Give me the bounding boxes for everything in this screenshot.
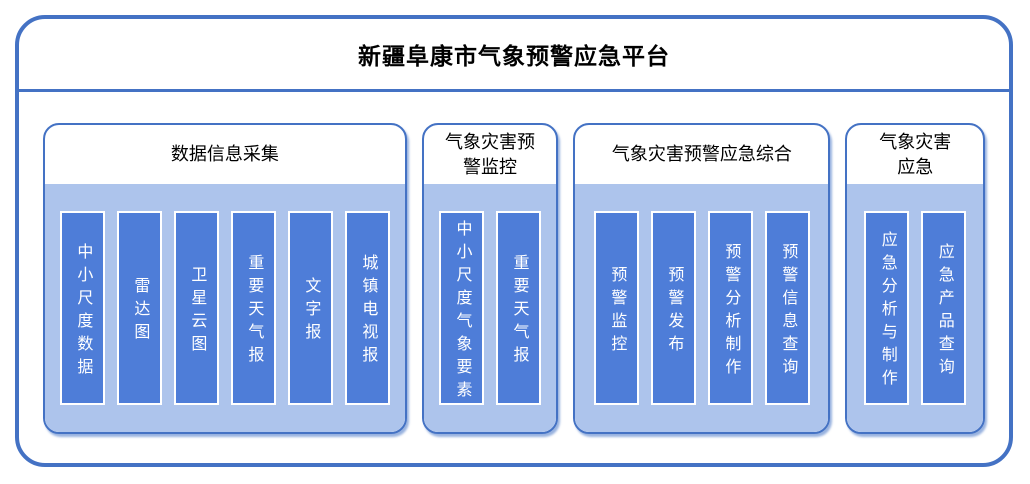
module-bar-label: 雷达图	[131, 277, 149, 346]
module-bar: 卫星云图	[173, 211, 219, 405]
module-bar: 中小尺度气象要素	[439, 211, 485, 405]
section-header-label: 数据信息采集	[170, 144, 279, 165]
module-bar: 文字报	[287, 211, 333, 405]
page-title: 新疆阜康市气象预警应急平台	[19, 19, 1009, 92]
section-body: 应急分析与制作 应急产品查询	[847, 184, 983, 432]
module-bar-label: 预警信息查询	[779, 242, 797, 381]
sections-container: 数据信息采集 中小尺度数据 雷达图 卫星云图 重要天气报 文字报 城镇电视报 气…	[19, 92, 1009, 463]
section-header: 气象灾害预警监控	[424, 125, 557, 184]
module-bar: 应急分析与制作	[864, 211, 910, 405]
module-bar-label: 中小尺度数据	[74, 242, 92, 381]
module-bar: 预警监控	[593, 211, 639, 405]
module-bar-label: 中小尺度气象要素	[453, 219, 471, 404]
section-header: 气象灾害预警应急综合	[575, 125, 828, 184]
section-disaster-emergency: 气象灾害应急 应急分析与制作 应急产品查询	[845, 123, 985, 434]
section-body: 中小尺度气象要素 重要天气报	[423, 184, 557, 432]
section-body: 中小尺度数据 雷达图 卫星云图 重要天气报 文字报 城镇电视报	[45, 184, 405, 432]
module-bar: 雷达图	[116, 211, 162, 405]
module-bar-label: 预警监控	[608, 265, 626, 358]
module-bar-label: 重要天气报	[510, 254, 528, 369]
module-bar: 预警发布	[650, 211, 696, 405]
module-bar: 应急产品查询	[921, 211, 967, 405]
module-bar: 重要天气报	[496, 211, 542, 405]
module-bar-label: 预警分析制作	[722, 242, 740, 381]
section-header-label: 气象灾害应急	[879, 132, 952, 177]
module-bar: 预警信息查询	[764, 211, 810, 405]
module-bar-label: 应急分析与制作	[878, 231, 896, 392]
section-data-collection: 数据信息采集 中小尺度数据 雷达图 卫星云图 重要天气报 文字报 城镇电视报	[43, 123, 407, 434]
module-bar-label: 预警发布	[665, 265, 683, 358]
module-bar: 城镇电视报	[344, 211, 390, 405]
section-warning-emergency-comprehensive: 气象灾害预警应急综合 预警监控 预警发布 预警分析制作 预警信息查询	[573, 123, 831, 434]
section-header-label: 气象灾害预警监控	[445, 132, 536, 177]
module-bar-label: 重要天气报	[245, 254, 263, 369]
module-bar: 预警分析制作	[707, 211, 753, 405]
module-bar: 重要天气报	[230, 211, 276, 405]
section-warning-monitoring: 气象灾害预警监控 中小尺度气象要素 重要天气报	[421, 123, 559, 434]
section-body: 预警监控 预警发布 预警分析制作 预警信息查询	[575, 184, 829, 432]
section-header-label: 气象灾害预警应急综合	[611, 144, 792, 165]
platform-frame: 新疆阜康市气象预警应急平台 数据信息采集 中小尺度数据 雷达图 卫星云图 重要天…	[15, 15, 1013, 467]
module-bar: 中小尺度数据	[59, 211, 105, 405]
module-bar-label: 卫星云图	[188, 265, 206, 358]
module-bar-label: 文字报	[302, 277, 320, 346]
section-header: 数据信息采集	[45, 125, 405, 184]
module-bar-label: 城镇电视报	[359, 254, 377, 369]
module-bar-label: 应急产品查询	[935, 242, 953, 381]
section-header: 气象灾害应急	[847, 125, 983, 184]
